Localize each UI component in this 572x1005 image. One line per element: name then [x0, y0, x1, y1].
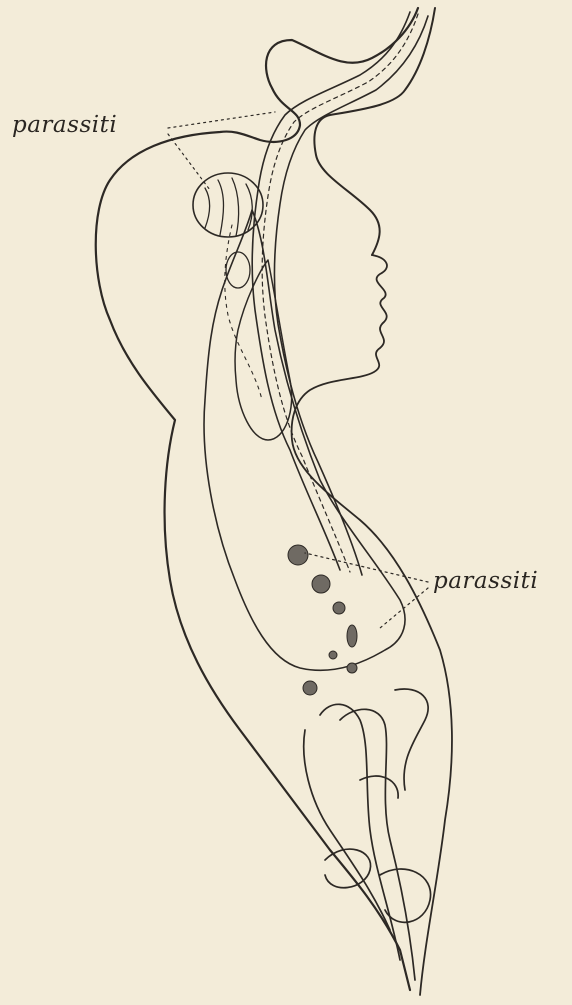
parasite-dot [312, 575, 330, 593]
label-parasites-bottom: parassiti [433, 568, 538, 594]
label-parasites-top: parassiti [12, 112, 117, 138]
parasite-dot [329, 651, 337, 659]
parasite-dot [303, 681, 317, 695]
filament-coils [304, 689, 431, 980]
parasite-dot [288, 545, 308, 565]
inner-organ [204, 210, 405, 670]
parasite-dot [333, 602, 345, 614]
gut-tube-outer [274, 16, 428, 575]
parasite-dots [288, 545, 357, 695]
body-outline-right [314, 8, 435, 255]
body-outline [96, 8, 418, 990]
parasite-dot [347, 625, 357, 647]
parasite-dot [347, 663, 357, 673]
